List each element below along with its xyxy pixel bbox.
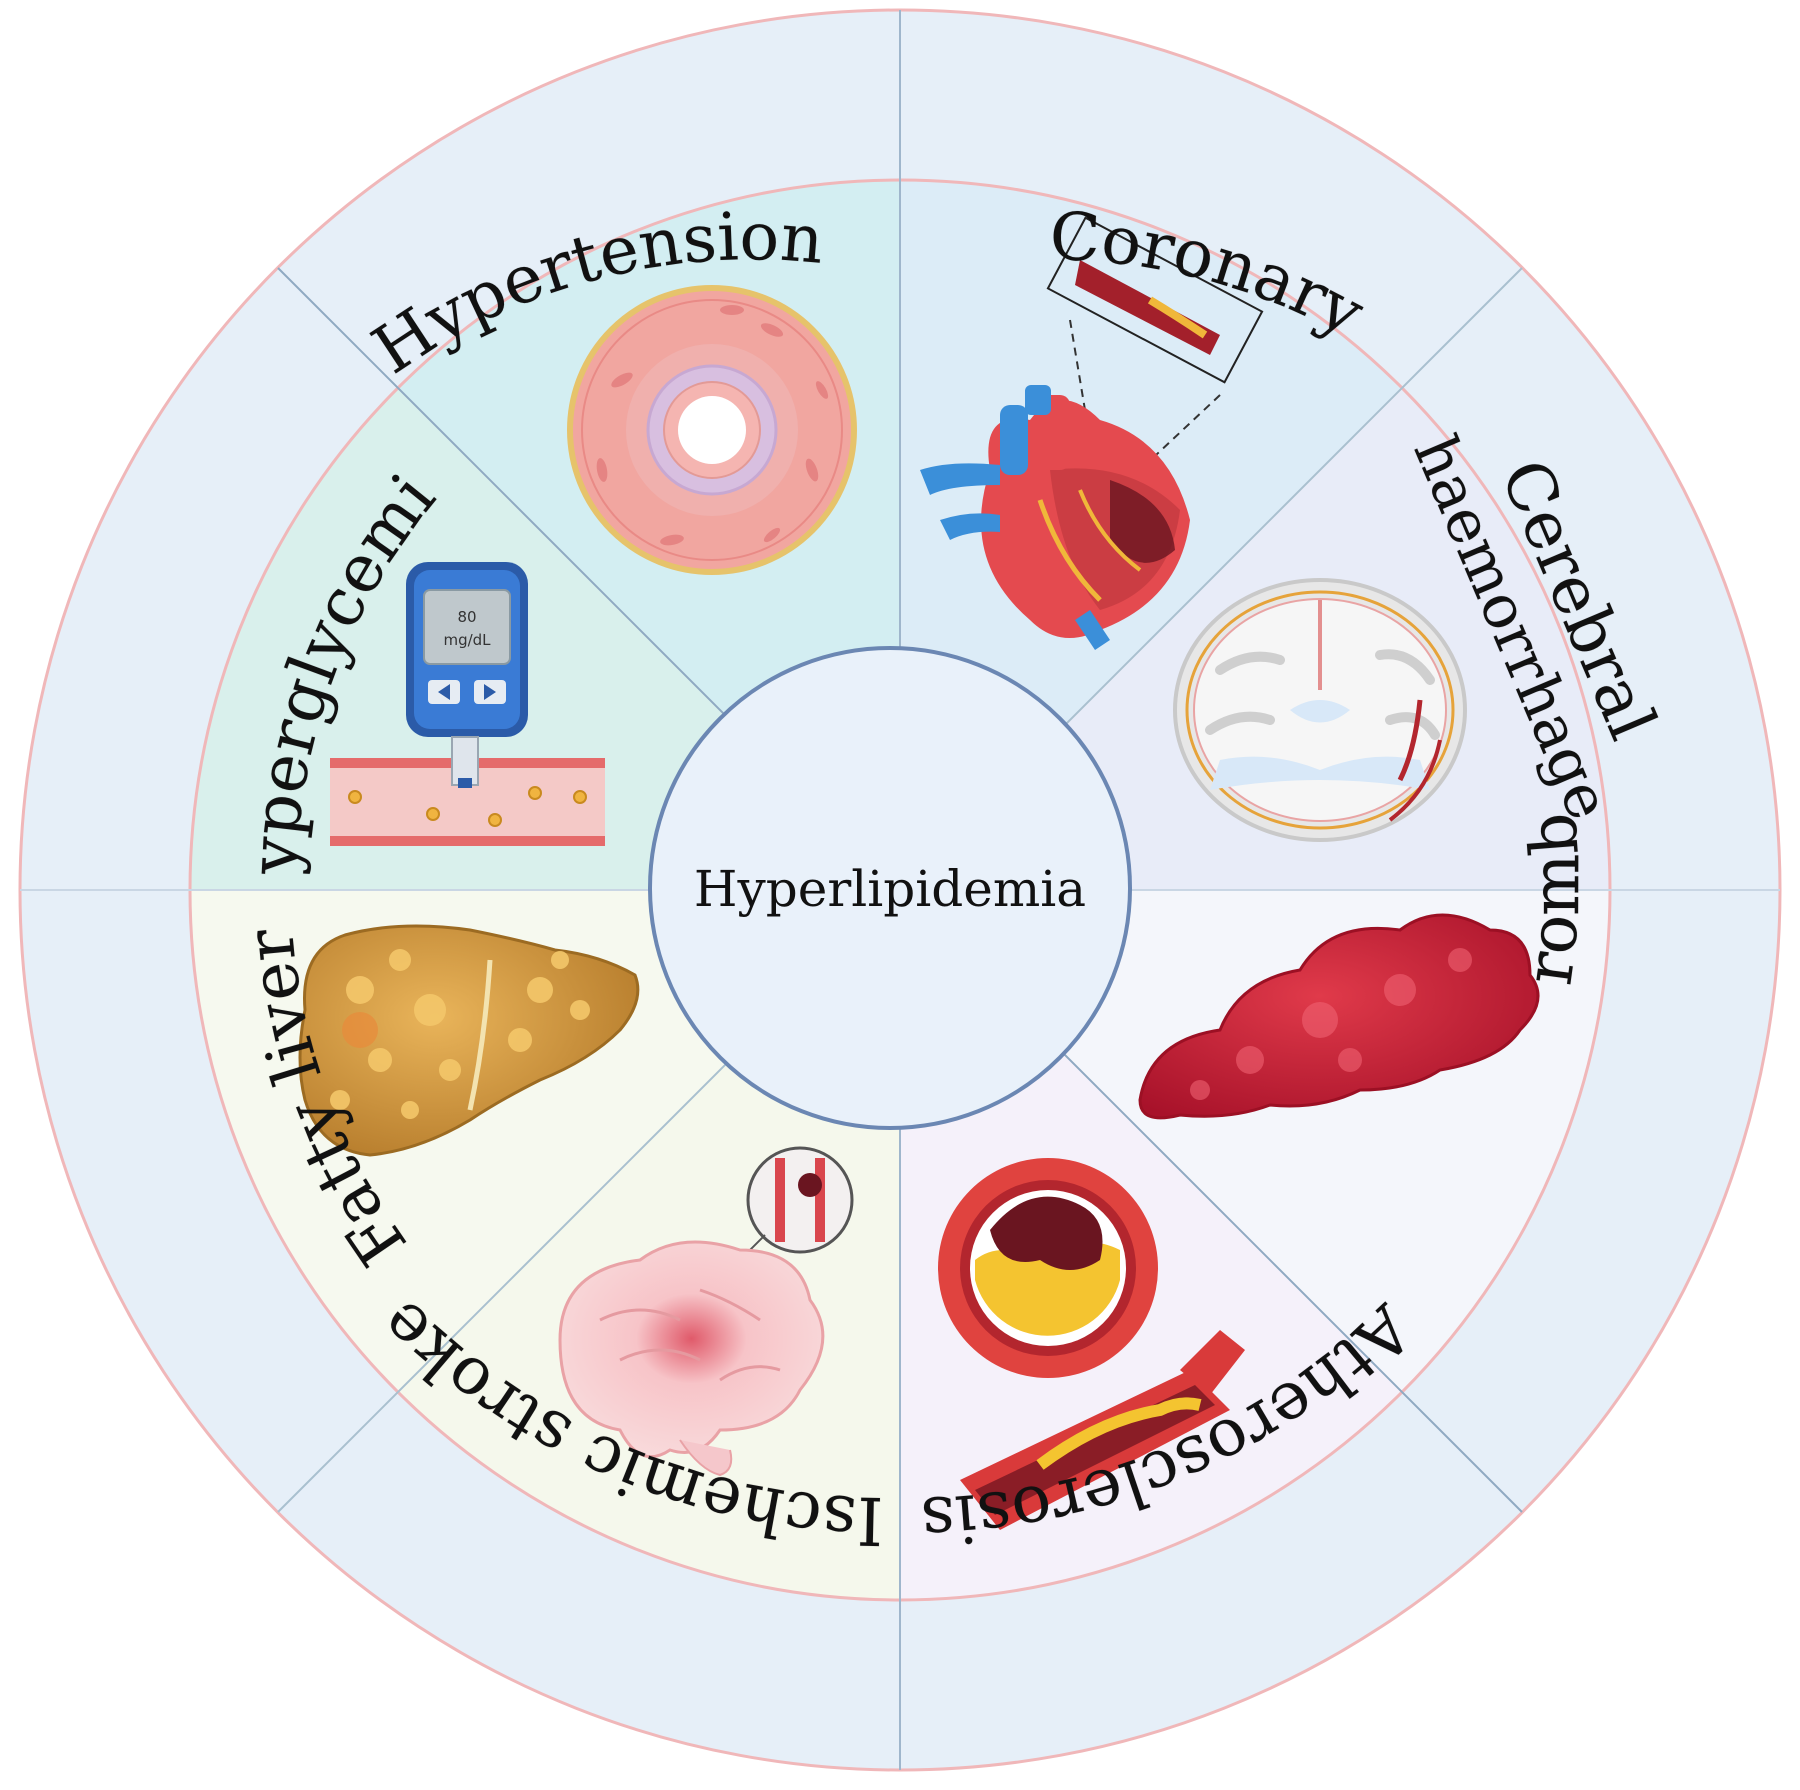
meter-reading: 80 [457, 608, 476, 626]
brain-section-icon [1173, 578, 1467, 842]
heart-icon [920, 216, 1264, 650]
brain-icon [558, 1146, 854, 1477]
center-label: Hyperlipidemia [694, 860, 1086, 918]
blood-clot-icon [1138, 913, 1540, 1120]
liver-icon [298, 924, 640, 1157]
meter-unit: mg/dL [443, 631, 491, 649]
center-node: Hyperlipidemia [648, 646, 1132, 1130]
plaque-artery-icon [938, 1158, 1245, 1530]
glucose-meter-icon: 80 mg/dL [330, 562, 605, 846]
artery-cross-section-icon [567, 285, 857, 575]
